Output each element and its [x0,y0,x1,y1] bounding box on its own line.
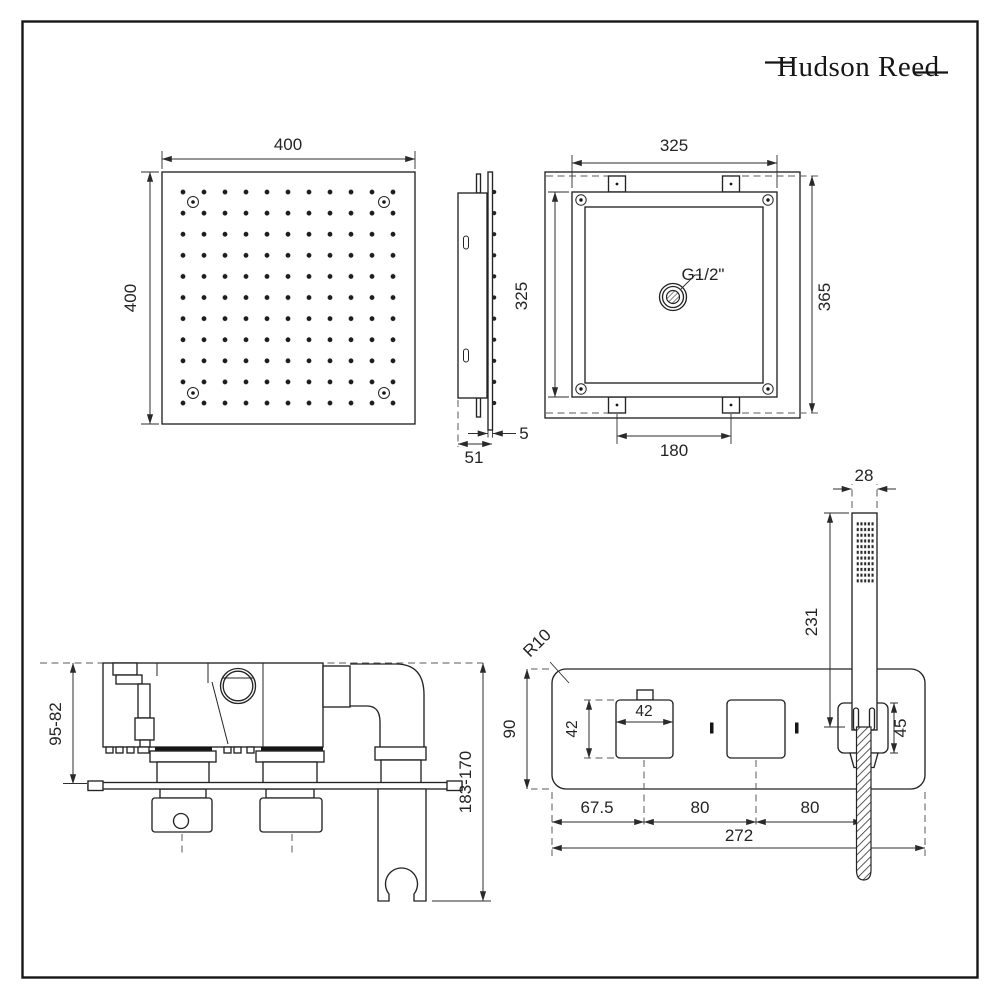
corner-screw [185,194,201,210]
connection-size-label: G1/2" [682,265,725,284]
dim-spacing-mid-label: 80 [691,798,710,817]
top-outlet-port [219,667,257,705]
handle-tab [636,689,654,701]
handle-left-front [615,699,674,759]
indicator-mark [795,722,799,734]
radius-leader-line [549,661,570,684]
handle-mid-front [726,699,786,759]
sheet-border [21,20,979,979]
dim-extension-dashed [851,484,878,508]
dim-backplate-height-label: 325 [512,282,531,310]
dim-overall-depth-label: 183-170 [456,751,475,813]
dim-holder-size-label: 45 [891,719,910,738]
wall-plate-side [87,781,463,790]
handset [851,512,878,731]
corner-radius-label: R10 [519,625,554,660]
housing-slot [463,348,469,363]
plate-end-cap [446,780,463,792]
dim-handset-length-label: 231 [802,608,821,636]
head-housing-side [457,192,488,399]
shower-head-back-view: G1/2" 325 325 365 180 [512,136,834,460]
dim-handset-width-label: 28 [855,466,874,485]
dim-plate-width-label: 272 [725,826,753,845]
dim-extension [487,430,493,438]
plate-end-cap [87,780,104,792]
head-faceplate-side [487,171,494,431]
water-inlet-port: G1/2" [658,265,725,312]
handle-button [172,812,190,830]
valve-side-view: 95-82 183-170 [40,662,491,902]
corner-screw [376,194,392,210]
dim-handle-height-label: 42 [564,720,581,737]
corner-screw [185,385,201,401]
dim-extension [548,191,569,398]
body-diagonal [211,681,229,745]
dim-bracket-spacing-label: 180 [660,441,688,460]
shower-head-side-view: 5 51 [457,171,529,467]
handle-centerline-dashed [181,834,293,856]
mount-tabs-back [607,175,741,414]
shower-hose [855,726,872,881]
top-outlet-port-inner [222,670,254,702]
elbow-connector [322,665,351,708]
tab-extension-dashed [546,175,820,414]
port-leader-line [680,274,701,290]
dim-handle-width-label: 42 [635,703,652,720]
brand-logo: Hudson Reed [765,51,948,83]
cartridge-block [134,717,155,741]
handle-assembly-left-side [149,750,217,833]
dim-head-depth-label: 51 [465,448,484,467]
valve-seal [155,747,212,751]
inlet-step [112,662,138,676]
dim-offset-left-label: 67.5 [580,798,613,817]
corner-screws [185,194,392,401]
dim-plate-thickness-label: 5 [519,424,528,443]
valve-seal [261,747,323,751]
back-plate-recess [584,206,764,384]
drop-flange [374,746,427,761]
cartridge-stem [137,683,151,719]
cartridge-stem-lower [139,739,151,748]
mount-tab-side-bottom [475,397,482,418]
valve-body-detail [156,663,264,747]
dim-spacing-right-label: 80 [801,798,820,817]
dim-body-depth-label: 95-82 [46,702,65,745]
inlet-flange [115,674,143,685]
dim-head-width-label: 400 [274,135,302,154]
corner-screw [376,385,392,401]
back-plate-screws [575,194,774,395]
valve-front-view: 42 42 90 R10 45 231 28 67.5 80 80 272 [500,466,926,881]
elbow-inner [350,705,381,747]
elbow-outer [350,663,425,747]
mount-tab-side-top [475,173,482,194]
housing-slot [463,235,469,250]
handset-spray-face [856,521,874,583]
indicator-mark [710,722,714,734]
dim-plate-height-label: 90 [500,720,519,739]
dim-overall-height-label: 365 [815,283,834,311]
holder-clip-prong [868,707,876,731]
drop-pipe [380,759,422,784]
dim-extension-dashed [531,668,549,790]
dim-head-height-label: 400 [121,284,140,312]
shower-head-front-view: 400 400 [121,135,416,425]
dim-backplate-width-label: 325 [660,136,688,155]
nozzle-dot-grid [172,181,404,414]
handle-assembly-right-side [255,750,325,833]
mount-feet [105,746,255,754]
brand-logo-text: Hudson Reed [777,51,940,83]
handset-holder-side [377,788,427,902]
